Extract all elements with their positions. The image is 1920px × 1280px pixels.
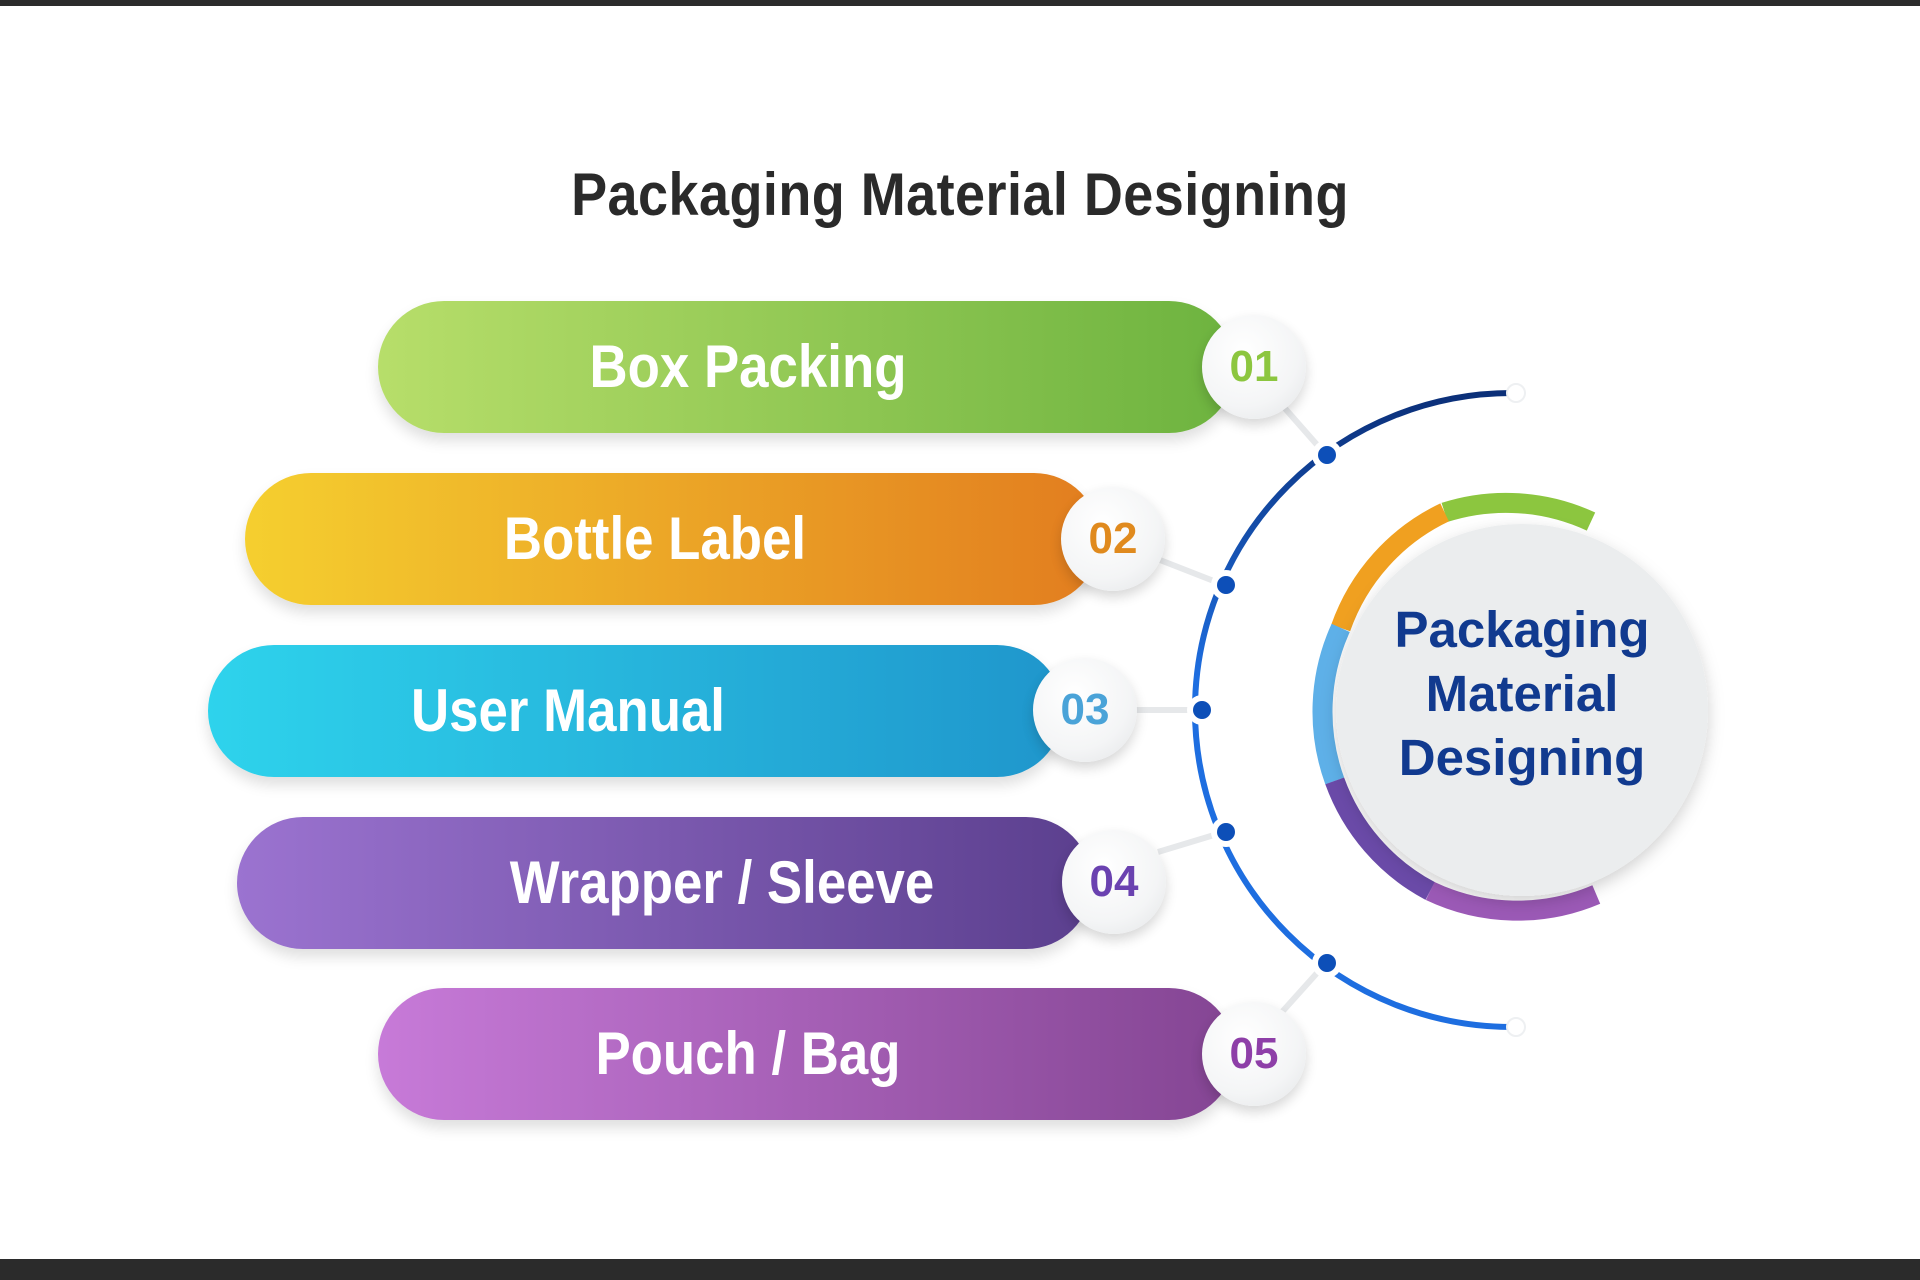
hub-ring bbox=[1312, 492, 1601, 921]
item-label: Pouch / Bag bbox=[595, 1020, 901, 1087]
item-label: Box Packing bbox=[589, 333, 907, 400]
hub-ring-blue bbox=[1312, 623, 1350, 785]
arc-end-bottom bbox=[1506, 1017, 1526, 1037]
hub-circle bbox=[1336, 524, 1708, 896]
arc-node-04 bbox=[1211, 817, 1241, 847]
item-number-badge-02: 02 bbox=[1061, 487, 1165, 591]
arc-node-05 bbox=[1312, 948, 1342, 978]
page-title: Packaging Material Designing bbox=[571, 161, 1349, 228]
item-pill-bottle-label: Bottle Label bbox=[245, 473, 1100, 605]
arc-end-top bbox=[1506, 383, 1526, 403]
top-border bbox=[0, 0, 1920, 6]
item-number-badge-04: 04 bbox=[1062, 830, 1166, 934]
item-pill-user-manual: User Manual bbox=[208, 645, 1063, 777]
item-pill-box-packing: Box Packing bbox=[378, 301, 1235, 433]
hub-label-line-3: Designing bbox=[1398, 729, 1646, 786]
item-number-badge-05: 05 bbox=[1202, 1002, 1306, 1106]
item-number-badge-01: 01 bbox=[1202, 315, 1306, 419]
hub-ring-orange bbox=[1331, 503, 1450, 632]
arc-node-02 bbox=[1211, 570, 1241, 600]
bottom-border bbox=[0, 1259, 1920, 1280]
item-label: Wrapper / Sleeve bbox=[509, 849, 935, 916]
hub-label-line-1: Packaging bbox=[1394, 601, 1650, 658]
arc-node-01 bbox=[1312, 440, 1342, 470]
item-pill-pouch-bag: Pouch / Bag bbox=[378, 988, 1235, 1120]
item-label: User Manual bbox=[411, 677, 725, 744]
hub-label: Packaging Material Designing bbox=[1336, 598, 1708, 790]
hub-ring-indigo bbox=[1325, 777, 1436, 900]
arc-node-03 bbox=[1187, 695, 1217, 725]
item-label: Bottle Label bbox=[503, 505, 807, 572]
hub-label-line-2: Material bbox=[1425, 665, 1619, 722]
item-pill-wrapper-sleeve: Wrapper / Sleeve bbox=[237, 817, 1092, 949]
item-number-badge-03: 03 bbox=[1033, 658, 1137, 762]
hub-ring-purple bbox=[1425, 881, 1601, 921]
hub-ring-green bbox=[1441, 492, 1596, 531]
